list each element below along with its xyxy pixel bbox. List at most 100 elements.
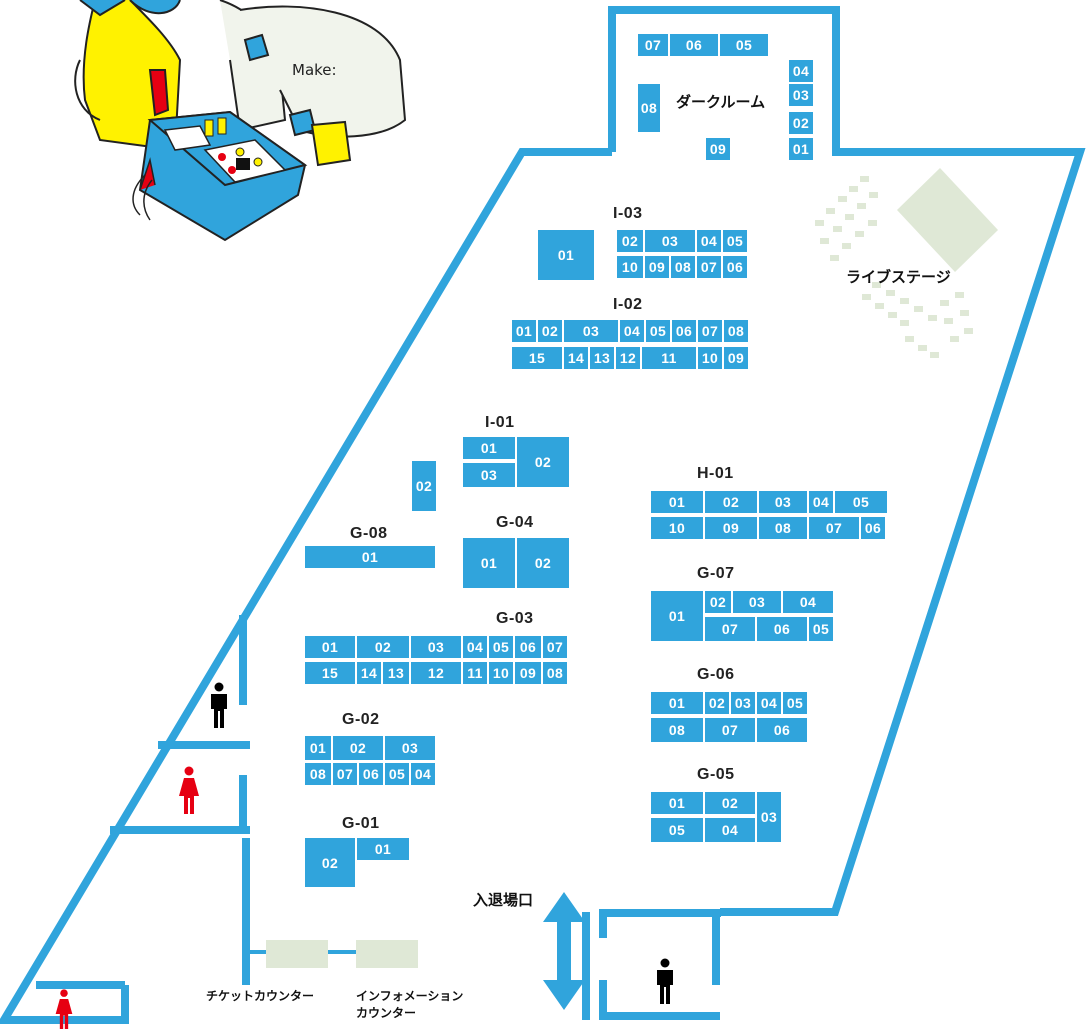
booth-i03-09[interactable]: 09 bbox=[645, 256, 669, 278]
booth-g02-08[interactable]: 08 bbox=[305, 763, 331, 785]
booth-g02-04[interactable]: 04 bbox=[411, 763, 435, 785]
booth-dark-04[interactable]: 04 bbox=[789, 60, 813, 82]
booth-i02-06[interactable]: 06 bbox=[672, 320, 696, 342]
booth-g02-03[interactable]: 03 bbox=[385, 736, 435, 760]
booth-g06-03[interactable]: 03 bbox=[731, 692, 755, 714]
booth-i02-14[interactable]: 14 bbox=[564, 347, 588, 369]
booth-g03-06[interactable]: 06 bbox=[515, 636, 541, 658]
booth-h01-07[interactable]: 07 bbox=[809, 517, 859, 539]
booth-g03-02[interactable]: 02 bbox=[357, 636, 409, 658]
booth-dark-01[interactable]: 01 bbox=[789, 138, 813, 160]
booth-i03-01[interactable]: 01 bbox=[538, 230, 594, 280]
booth-g06-08[interactable]: 08 bbox=[651, 718, 703, 742]
booth-i03-08[interactable]: 08 bbox=[671, 256, 695, 278]
booth-g05-02[interactable]: 02 bbox=[705, 792, 755, 814]
group-label-g08: G-08 bbox=[350, 525, 388, 542]
booth-g05-05[interactable]: 05 bbox=[651, 818, 703, 842]
ticket-counter bbox=[266, 940, 328, 968]
booth-h01-09[interactable]: 09 bbox=[705, 517, 757, 539]
booth-g03-14[interactable]: 14 bbox=[357, 662, 381, 684]
booth-i02-09[interactable]: 09 bbox=[724, 347, 748, 369]
booth-i03-02[interactable]: 02 bbox=[617, 230, 643, 252]
booth-g06-02[interactable]: 02 bbox=[705, 692, 729, 714]
booth-dark-07[interactable]: 07 bbox=[638, 34, 668, 56]
booth-g07-07[interactable]: 07 bbox=[705, 617, 755, 641]
booth-g05-04[interactable]: 04 bbox=[705, 818, 755, 842]
booth-h01-10[interactable]: 10 bbox=[651, 517, 703, 539]
booth-i01-01[interactable]: 01 bbox=[463, 437, 515, 459]
booth-g03-03[interactable]: 03 bbox=[411, 636, 461, 658]
booth-i02-03[interactable]: 03 bbox=[564, 320, 618, 342]
booth-g06-04[interactable]: 04 bbox=[757, 692, 781, 714]
booth-g03-04[interactable]: 04 bbox=[463, 636, 487, 658]
booth-g06-07[interactable]: 07 bbox=[705, 718, 755, 742]
booth-i01-03[interactable]: 03 bbox=[463, 463, 515, 487]
booth-i02-10[interactable]: 10 bbox=[698, 347, 722, 369]
booth-g07-06[interactable]: 06 bbox=[757, 617, 807, 641]
booth-h01-04[interactable]: 04 bbox=[809, 491, 833, 513]
booth-i02-02[interactable]: 02 bbox=[538, 320, 562, 342]
booth-g04-01[interactable]: 01 bbox=[463, 538, 515, 588]
booth-g07-04[interactable]: 04 bbox=[783, 591, 833, 613]
booth-g03-07[interactable]: 07 bbox=[543, 636, 567, 658]
booth-h01-05[interactable]: 05 bbox=[835, 491, 887, 513]
booth-g06-06[interactable]: 06 bbox=[757, 718, 807, 742]
group-label-g02: G-02 bbox=[342, 711, 380, 728]
booth-i02-08[interactable]: 08 bbox=[724, 320, 748, 342]
booth-g07-01[interactable]: 01 bbox=[651, 591, 703, 641]
booth-i02-01[interactable]: 01 bbox=[512, 320, 536, 342]
booth-g05-01[interactable]: 01 bbox=[651, 792, 703, 814]
booth-i03-03[interactable]: 03 bbox=[645, 230, 695, 252]
booth-h01-03[interactable]: 03 bbox=[759, 491, 807, 513]
booth-g02-05[interactable]: 05 bbox=[385, 763, 409, 785]
booth-g07-02[interactable]: 02 bbox=[705, 591, 731, 613]
booth-g03-13[interactable]: 13 bbox=[383, 662, 409, 684]
booth-i02-07[interactable]: 07 bbox=[698, 320, 722, 342]
booth-i02-13[interactable]: 13 bbox=[590, 347, 614, 369]
booth-g05-03[interactable]: 03 bbox=[757, 792, 781, 842]
booth-i03-06[interactable]: 06 bbox=[723, 256, 747, 278]
booth-i02-04[interactable]: 04 bbox=[620, 320, 644, 342]
booth-dark-09[interactable]: 09 bbox=[706, 138, 730, 160]
booth-g01-02[interactable]: 02 bbox=[305, 838, 355, 887]
booth-dark-02[interactable]: 02 bbox=[789, 112, 813, 134]
booth-h01-01[interactable]: 01 bbox=[651, 491, 703, 513]
booth-i01-02[interactable]: 02 bbox=[517, 437, 569, 487]
booth-g07-03[interactable]: 03 bbox=[733, 591, 781, 613]
booth-i02-11[interactable]: 11 bbox=[642, 347, 696, 369]
booth-g04-02[interactable]: 02 bbox=[517, 538, 569, 588]
booth-h01-08[interactable]: 08 bbox=[759, 517, 807, 539]
booth-g06-05[interactable]: 05 bbox=[783, 692, 807, 714]
booth-dark-08[interactable]: 08 bbox=[638, 84, 660, 132]
booth-dark-06[interactable]: 06 bbox=[670, 34, 718, 56]
booth-dark-05[interactable]: 05 bbox=[720, 34, 768, 56]
booth-g02-02[interactable]: 02 bbox=[333, 736, 383, 760]
booth-g03-08[interactable]: 08 bbox=[543, 662, 567, 684]
booth-g03-15[interactable]: 15 bbox=[305, 662, 355, 684]
booth-g02-06[interactable]: 06 bbox=[359, 763, 383, 785]
booth-g03-05[interactable]: 05 bbox=[489, 636, 513, 658]
booth-g03-01[interactable]: 01 bbox=[305, 636, 355, 658]
booth-i02-12[interactable]: 12 bbox=[616, 347, 640, 369]
booth-g02-07[interactable]: 07 bbox=[333, 763, 357, 785]
booth-g07-05[interactable]: 05 bbox=[809, 617, 833, 641]
booth-h01-02[interactable]: 02 bbox=[705, 491, 757, 513]
booth-dark-03[interactable]: 03 bbox=[789, 84, 813, 106]
booth-g08-01[interactable]: 01 bbox=[305, 546, 435, 568]
booth-i03-04[interactable]: 04 bbox=[697, 230, 721, 252]
booth-g03-09[interactable]: 09 bbox=[515, 662, 541, 684]
booth-i02-15[interactable]: 15 bbox=[512, 347, 562, 369]
booth-g06-01[interactable]: 01 bbox=[651, 692, 703, 714]
booth-side-02[interactable]: 02 bbox=[412, 461, 436, 511]
booth-h01-06[interactable]: 06 bbox=[861, 517, 885, 539]
booth-i03-07[interactable]: 07 bbox=[697, 256, 721, 278]
booth-g03-10[interactable]: 10 bbox=[489, 662, 513, 684]
booth-g01-01[interactable]: 01 bbox=[357, 838, 409, 860]
booth-i02-05[interactable]: 05 bbox=[646, 320, 670, 342]
booth-g02-01[interactable]: 01 bbox=[305, 736, 331, 760]
live-stage-area bbox=[815, 168, 998, 358]
booth-i03-10[interactable]: 10 bbox=[617, 256, 643, 278]
booth-g03-12[interactable]: 12 bbox=[411, 662, 461, 684]
booth-g03-11[interactable]: 11 bbox=[463, 662, 487, 684]
booth-i03-05[interactable]: 05 bbox=[723, 230, 747, 252]
